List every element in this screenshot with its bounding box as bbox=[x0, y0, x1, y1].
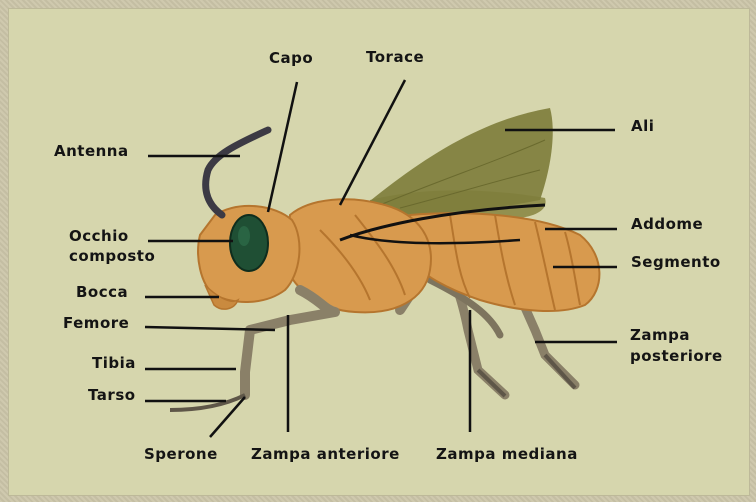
label-bocca: Bocca bbox=[76, 284, 128, 301]
label-zampa-anteriore: Zampa anteriore bbox=[251, 446, 400, 463]
label-tarso: Tarso bbox=[88, 387, 136, 404]
label-antenna: Antenna bbox=[54, 143, 129, 160]
label-torace: Torace bbox=[366, 49, 424, 66]
label-femore: Femore bbox=[63, 315, 129, 332]
label-zampa-posteriore-1: Zampa bbox=[630, 327, 690, 344]
label-tibia: Tibia bbox=[92, 355, 136, 372]
label-composto: composto bbox=[69, 248, 155, 265]
label-segmento: Segmento bbox=[631, 254, 721, 271]
antenna bbox=[206, 130, 268, 215]
label-zampa-posteriore-2: posteriore bbox=[630, 348, 723, 365]
label-sperone: Sperone bbox=[144, 446, 218, 463]
wing bbox=[365, 108, 553, 215]
compound-eye bbox=[230, 215, 268, 271]
front-leg bbox=[245, 290, 335, 395]
label-ali: Ali bbox=[631, 118, 654, 135]
label-occhio: Occhio bbox=[69, 228, 129, 245]
label-zampa-mediana: Zampa mediana bbox=[436, 446, 578, 463]
label-capo: Capo bbox=[269, 50, 313, 67]
label-addome: Addome bbox=[631, 216, 703, 233]
